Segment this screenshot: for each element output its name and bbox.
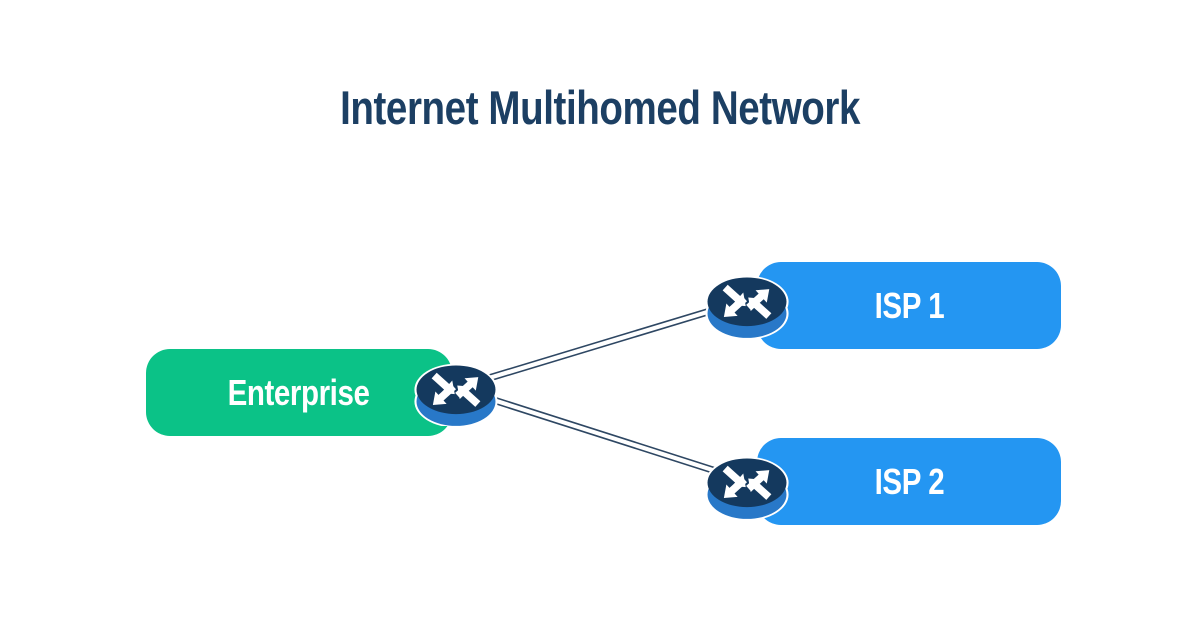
link-enterprise-isp2-line-1 (455, 384, 748, 479)
node-enterprise: Enterprise (146, 349, 452, 436)
node-isp2-label: ISP 2 (874, 460, 944, 502)
link-enterprise-isp2 (455, 384, 748, 485)
router-icon-isp2 (705, 455, 789, 519)
link-enterprise-isp1 (455, 296, 748, 392)
link-enterprise-isp1-line-2 (455, 302, 748, 392)
diagram-title-text: Internet Multihomed Network (340, 81, 860, 134)
node-enterprise-label: Enterprise (228, 371, 370, 413)
node-isp2: ISP 2 (757, 438, 1061, 525)
link-enterprise-isp1-line-1 (455, 296, 748, 386)
node-isp1: ISP 1 (757, 262, 1061, 349)
diagram-title: Internet Multihomed Network (0, 84, 1200, 131)
router-icon-enterprise (414, 362, 498, 426)
node-isp1-label: ISP 1 (874, 284, 944, 326)
router-icon-isp1 (705, 274, 789, 338)
link-enterprise-isp2-line-2 (455, 390, 748, 485)
